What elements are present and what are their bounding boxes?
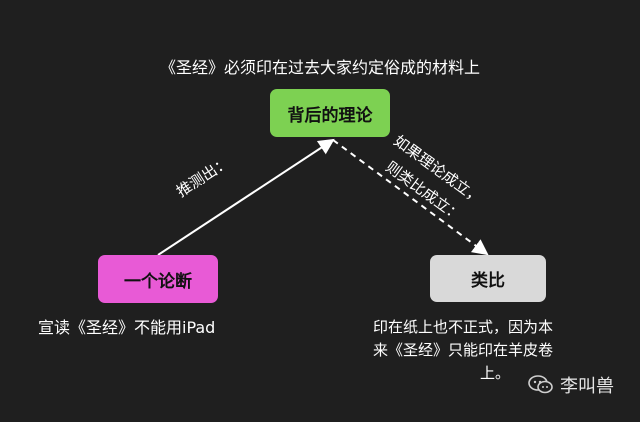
analogy-caption-line3: 上。 bbox=[480, 364, 511, 382]
top-caption: 《圣经》必须印在过去大家约定俗成的材料上 bbox=[159, 58, 480, 77]
analogy-arrow bbox=[332, 139, 489, 256]
analogy-node: 类比 bbox=[430, 255, 546, 302]
analogy-caption-line2: 来《圣经》只能印在羊皮卷 bbox=[373, 341, 554, 359]
analogy-caption-line1: 印在纸上也不正式，因为本 bbox=[373, 318, 554, 336]
watermark: 李叫兽 bbox=[528, 372, 614, 398]
judgment-caption: 宣读《圣经》不能用iPad bbox=[38, 318, 216, 337]
watermark-author: 李叫兽 bbox=[560, 376, 614, 397]
judgment-node: 一个论断 bbox=[98, 255, 218, 303]
theory-node: 背后的理论 bbox=[270, 89, 390, 137]
inference-arrow bbox=[157, 138, 335, 256]
wechat-icon bbox=[528, 375, 553, 394]
